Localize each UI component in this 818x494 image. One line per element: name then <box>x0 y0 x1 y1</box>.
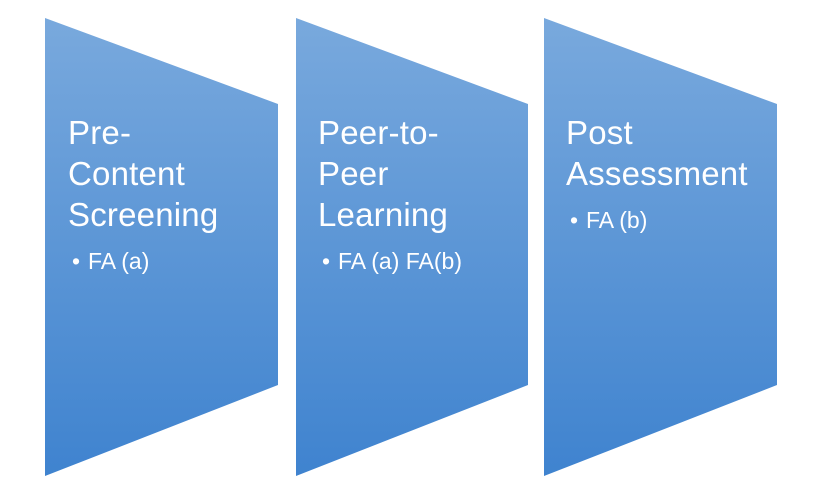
stage-shape-1 <box>45 18 278 476</box>
stage-title: Pre- Content Screening <box>68 112 268 235</box>
stage-title: Post Assessment <box>566 112 786 194</box>
stage-title-line: Peer <box>318 155 389 192</box>
stage-bullet-text: FA (a) FA(b) <box>338 248 462 274</box>
bullet-dot-icon: • <box>72 248 81 274</box>
stage-bullet: • FA (b) <box>566 206 786 234</box>
stage-bullet: • FA (a) <box>68 247 268 275</box>
stage-title-line: Content <box>68 155 185 192</box>
stage-title-line: Assessment <box>566 155 748 192</box>
stage-shape-2 <box>296 18 528 476</box>
bullet-dot-icon: • <box>322 248 331 274</box>
stage-title-line: Pre- <box>68 114 132 151</box>
stage-title-line: Peer-to- <box>318 114 439 151</box>
stage-shape-3 <box>544 18 777 476</box>
stage-title-line: Learning <box>318 196 449 233</box>
stage-card-post-assessment: Post Assessment • FA (b) <box>566 112 786 234</box>
stage-bullet: • FA (a) FA(b) <box>318 247 518 275</box>
stage-title-line: Screening <box>68 196 219 233</box>
stage-bullet-list: • FA (b) <box>566 206 786 234</box>
stage-bullet-list: • FA (a) FA(b) <box>318 247 518 275</box>
stage-bullet-list: • FA (a) <box>68 247 268 275</box>
stage-bullet-text: FA (b) <box>586 207 648 233</box>
stage-card-peer-to-peer-learning: Peer-to- Peer Learning • FA (a) FA(b) <box>318 112 518 275</box>
stage-card-pre-content-screening: Pre- Content Screening • FA (a) <box>68 112 268 275</box>
stage-title-line: Post <box>566 114 633 151</box>
bullet-dot-icon: • <box>570 207 579 233</box>
stage-bullet-text: FA (a) <box>88 248 150 274</box>
stage-title: Peer-to- Peer Learning <box>318 112 518 235</box>
